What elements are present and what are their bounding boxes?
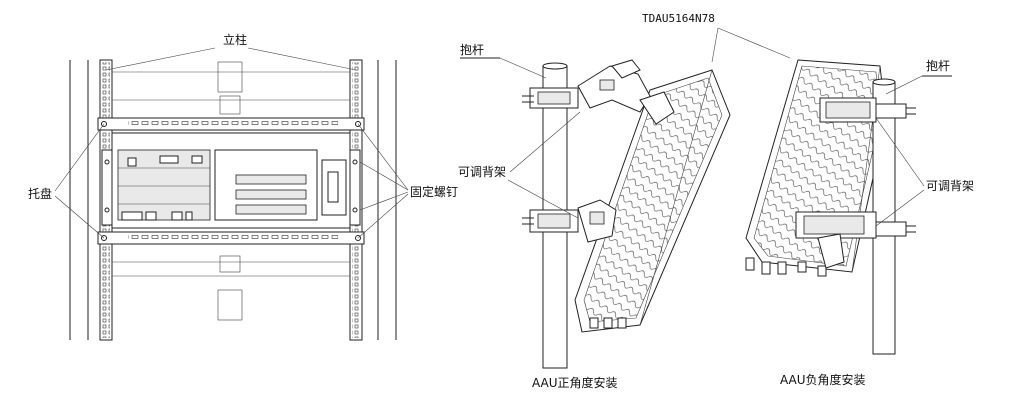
tray-top — [97, 117, 365, 131]
pole-label-middle: 抱杆 — [460, 42, 484, 57]
antenna-panel-middle — [574, 69, 731, 333]
rack-figure: 立柱 托盘 固定螺钉 — [28, 32, 458, 341]
pole-label-right: 抱杆 — [926, 58, 950, 73]
bracket-bottom-middle — [522, 199, 617, 243]
tray-label: 托盘 — [28, 186, 52, 201]
bracket-label-middle: 可调背架 — [458, 165, 506, 179]
caption-negative-angle: AAU负角度安装 — [780, 372, 866, 387]
bracket-top-middle — [522, 59, 675, 125]
equipment-chassis — [101, 132, 361, 229]
fixing-screw-label: 固定螺钉 — [410, 184, 458, 199]
model-label: TDAU5164N78 — [642, 12, 715, 25]
caption-positive-angle: AAU正角度安装 — [532, 375, 618, 390]
column-label: 立柱 — [223, 32, 247, 47]
bracket-label-right: 可调背架 — [926, 179, 974, 193]
bracket-bottom-right — [795, 211, 916, 269]
negative-angle-figure: 抱杆 可调背架 AAU负角度安装 — [745, 58, 974, 387]
tray-bottom — [97, 231, 365, 245]
antenna-panel-right — [745, 59, 887, 277]
positive-angle-figure: 抱杆 TDAU5164N78 可调背架 AAU正角度安装 — [458, 12, 791, 390]
bracket-top-right — [819, 97, 916, 123]
